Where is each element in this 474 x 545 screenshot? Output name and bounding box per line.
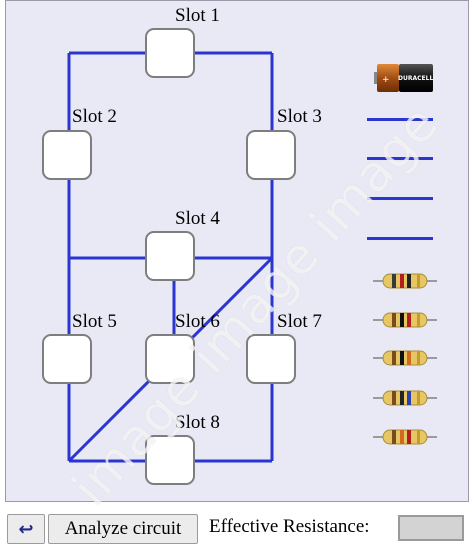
slot-6-box[interactable] <box>145 334 195 384</box>
effective-resistance-value <box>398 515 464 541</box>
wire-piece-4[interactable] <box>367 237 433 240</box>
resistor-icon[interactable] <box>373 428 437 446</box>
slot-2-box[interactable] <box>42 130 92 180</box>
slot-8-label: Slot 8 <box>175 412 220 433</box>
wire-piece-3[interactable] <box>367 197 433 200</box>
wire-piece-1[interactable] <box>367 118 433 121</box>
slot-6-label: Slot 6 <box>175 311 220 332</box>
wire-piece-2[interactable] <box>367 157 433 160</box>
resistor-icon[interactable] <box>373 389 437 407</box>
slot-1-label: Slot 1 <box>175 5 220 26</box>
slot-4-label: Slot 4 <box>175 208 220 229</box>
analyze-circuit-button[interactable]: Analyze circuit <box>48 514 198 544</box>
slot-3-label: Slot 3 <box>277 106 322 127</box>
resistor-icon[interactable] <box>373 272 437 290</box>
slot-2-label: Slot 2 <box>72 106 117 127</box>
slot-7-label: Slot 7 <box>277 311 322 332</box>
resistor-icon[interactable] <box>373 349 437 367</box>
slot-7-box[interactable] <box>246 334 296 384</box>
slot-5-label: Slot 5 <box>72 311 117 332</box>
toolbar: ↩ Analyze circuit Effective Resistance: <box>0 506 474 545</box>
svg-text:+: + <box>382 75 390 85</box>
effective-resistance-label: Effective Resistance: <box>209 516 370 537</box>
slot-4-box[interactable] <box>145 231 195 281</box>
svg-text:DURACELL: DURACELL <box>398 75 433 82</box>
circuit-board: Slot 1 Slot 2 Slot 3 Slot 4 Slot 5 Slot … <box>5 0 469 502</box>
resistor-icon[interactable] <box>373 311 437 329</box>
undo-icon: ↩ <box>18 518 34 540</box>
slot-3-box[interactable] <box>246 130 296 180</box>
battery-icon[interactable]: + DURACELL <box>374 60 436 96</box>
slot-1-box[interactable] <box>145 28 195 78</box>
slot-8-box[interactable] <box>145 435 195 485</box>
undo-button[interactable]: ↩ <box>7 514 45 544</box>
slot-5-box[interactable] <box>42 334 92 384</box>
